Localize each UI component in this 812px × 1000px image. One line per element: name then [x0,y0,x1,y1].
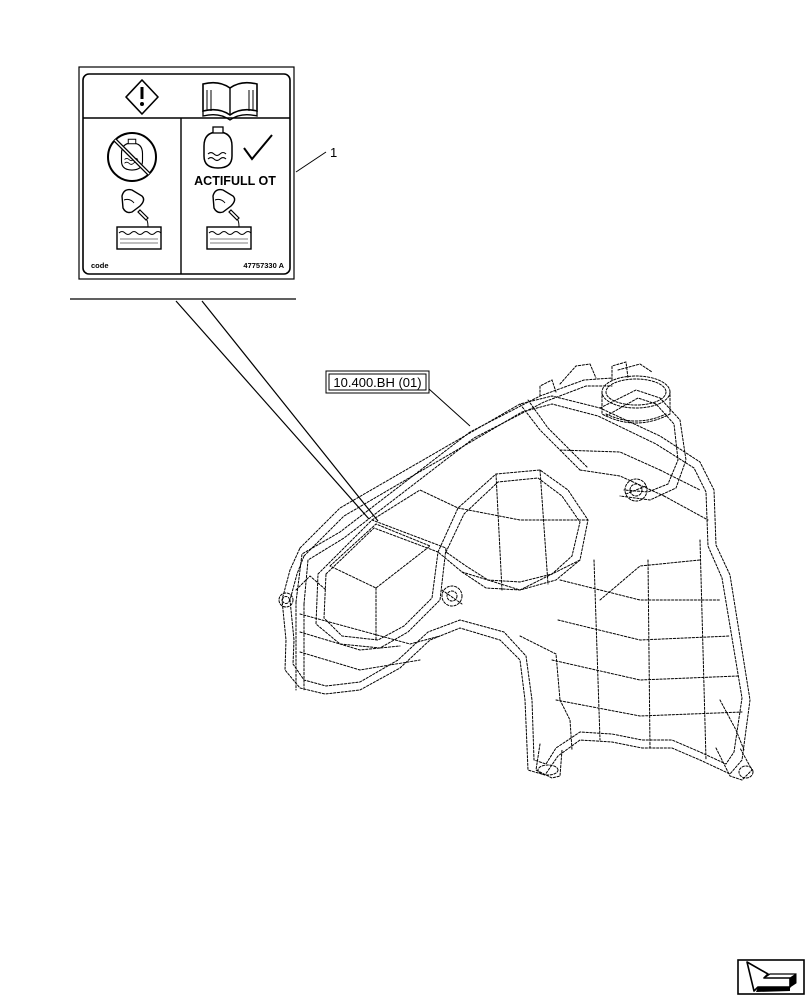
manual-icon [202,81,258,121]
tank-level-icon [206,226,252,250]
warning-icon [125,79,159,115]
leader-lines [70,298,379,522]
cross-reference-callout[interactable]: 10.400.BH (01) [325,370,471,427]
decal-product-name: ACTIFULL OT [194,174,276,188]
item-callout[interactable]: 1 [295,145,337,173]
decal-code-label: code [91,261,109,270]
overflow-hose [295,363,613,691]
item-number: 1 [330,145,337,160]
checkmark-icon [243,134,273,161]
tank-level-icon [116,226,162,250]
arrow-next-icon[interactable] [737,959,805,995]
cross-reference-label: 10.400.BH (01) [333,375,421,390]
coolant-tank [278,361,754,781]
decal: ACTIFULL OT code 47757330 A [78,66,295,280]
decal-part-number: 47757330 A [243,261,284,270]
no-engine-coolant-icon [107,132,157,182]
